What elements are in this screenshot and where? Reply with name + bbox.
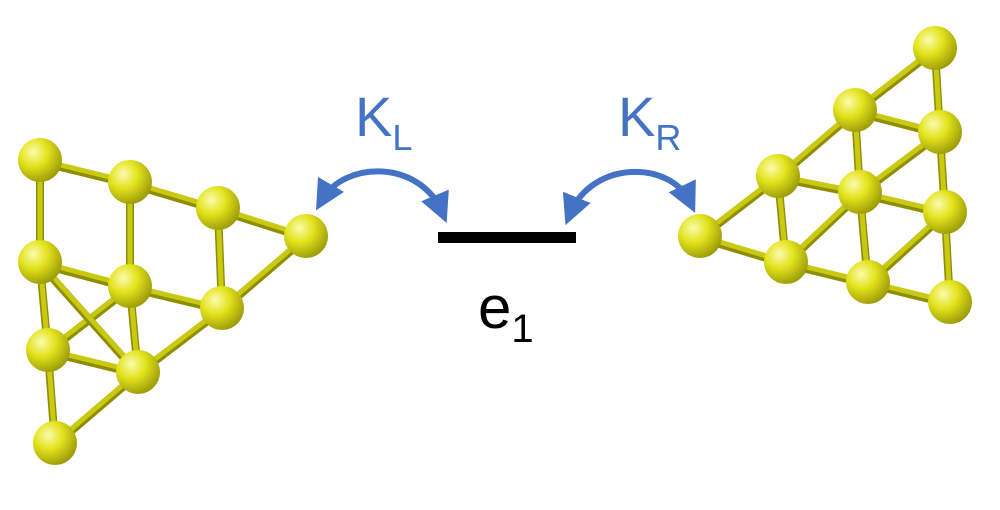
- left-electrode-cluster: [18, 138, 328, 465]
- right-coupling-arrow-icon: [562, 169, 696, 226]
- energy-level-label: e1: [478, 274, 534, 351]
- gold-atom-icon: [678, 214, 722, 258]
- right-electrode-cluster: [678, 26, 972, 324]
- gold-atom-icon: [18, 240, 62, 284]
- gold-atom-icon: [846, 260, 890, 304]
- gold-atom-icon: [108, 264, 152, 308]
- bond: [37, 259, 141, 375]
- k-left-subscript: L: [392, 117, 412, 158]
- gold-atom-icon: [923, 190, 967, 234]
- energy-level-line: [438, 232, 576, 243]
- gold-atom-icon: [928, 280, 972, 324]
- gold-atom-icon: [116, 350, 160, 394]
- gold-atom-icon: [18, 138, 62, 182]
- right-cluster-atoms: [678, 26, 972, 324]
- k-left-label: KL: [355, 85, 412, 158]
- gold-atom-icon: [284, 214, 328, 258]
- gold-atom-icon: [838, 170, 882, 214]
- left-cluster-bonds: [36, 157, 310, 449]
- right-cluster-bonds: [696, 45, 954, 308]
- gold-atom-icon: [200, 286, 244, 330]
- gold-atom-icon: [108, 160, 152, 204]
- k-right-subscript: R: [655, 117, 681, 158]
- left-coupling-arrow-icon: [316, 168, 449, 224]
- gold-atom-icon: [913, 26, 957, 70]
- k-right-label: KR: [618, 85, 681, 158]
- energy-level-main: e: [478, 274, 511, 341]
- k-right-main: K: [618, 85, 655, 148]
- gold-atom-icon: [756, 154, 800, 198]
- gold-atom-icon: [26, 328, 70, 372]
- k-left-main: K: [355, 85, 392, 148]
- energy-level-subscript: 1: [511, 307, 533, 351]
- gold-atom-icon: [918, 110, 962, 154]
- gold-atom-icon: [764, 240, 808, 284]
- gold-atom-icon: [33, 421, 77, 465]
- gold-atom-icon: [833, 88, 877, 132]
- left-cluster-atoms: [18, 138, 328, 465]
- gold-atom-icon: [196, 186, 240, 230]
